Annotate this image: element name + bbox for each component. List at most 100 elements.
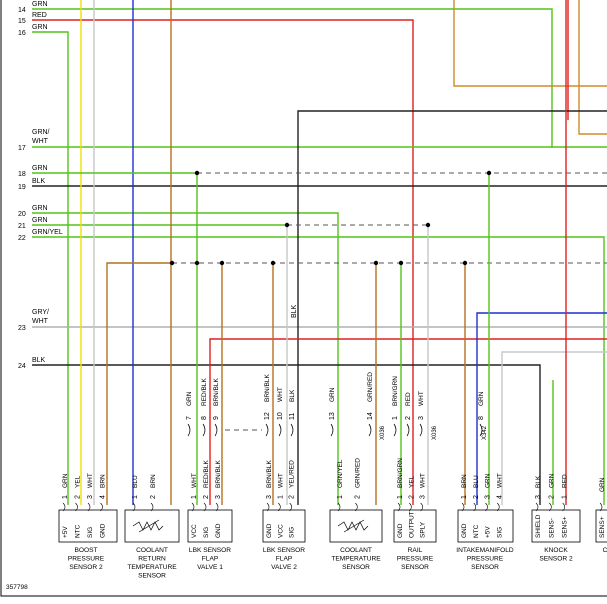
wire-grn-16 [32, 31, 69, 505]
component-name: BOOST [74, 547, 97, 554]
pin-wire-color: WHT [87, 473, 94, 488]
splice-dot [398, 260, 404, 266]
pin-number: 1 [461, 495, 468, 499]
sensor-1: 1GRN+5V2YELNTC3WHTSIG4BRNGNDBOOSTPRESSUR… [58, 473, 118, 571]
harness-wire-label: RED [405, 392, 412, 406]
pin-number: 3 [215, 495, 222, 499]
pin-number: 2 [150, 495, 157, 499]
component-name: INTAKEMANIFOLD [456, 547, 514, 554]
wire-brn-boost [106, 262, 172, 505]
harness-pin-mark [479, 423, 483, 437]
pin-number: 3 [87, 495, 94, 499]
harness-pin-number: 14 [367, 412, 374, 420]
pin-wire-color: BRN/BLK [266, 460, 273, 488]
pin-number: 2 [203, 495, 210, 499]
pin-terminal [215, 502, 219, 512]
pin-terminal [203, 502, 207, 512]
connector-label: X036 [432, 425, 438, 440]
row-number: 19 [18, 184, 26, 191]
pin-number: 2 [289, 495, 296, 499]
pin-number: 3 [420, 495, 427, 499]
component-name: VALVE 1 [197, 564, 223, 571]
wire-layer [32, 0, 607, 505]
harness-wire-label: BRN/BLK [213, 378, 220, 406]
row-label: GRY/ [32, 309, 49, 316]
harness-pin-mark [278, 423, 282, 437]
thermistor-symbol [337, 519, 369, 533]
figure-id: 357798 [6, 584, 28, 591]
row-label: GRN [32, 165, 48, 172]
splice-dot [219, 260, 225, 266]
sensor-box [58, 509, 118, 543]
pin-wire-color: BLK [535, 475, 542, 488]
harness-pin-number: 1 [392, 416, 399, 420]
harness-pin-number: 12 [264, 412, 271, 420]
pin-wire-color: GRN/YEL [337, 459, 344, 488]
wire-wht-imp [501, 351, 607, 505]
pin-number: 1 [132, 495, 139, 499]
sensor-box [595, 509, 607, 543]
pin-terminal [461, 502, 465, 512]
pin-wire-color: YEL [408, 475, 415, 488]
component-name: PRESSURE [467, 556, 504, 563]
splice-dot [486, 170, 492, 176]
pin-terminal [397, 502, 401, 512]
row-number: 14 [18, 7, 26, 14]
row-label: GRN/ [32, 129, 50, 136]
pin-terminal [420, 502, 423, 512]
pin-wire-color: BRN [461, 474, 468, 488]
splice-dot [373, 260, 379, 266]
row-number: 23 [18, 325, 26, 332]
harness-wire-label: BRN/BLK [264, 374, 271, 402]
pin-function-label: SENS- [548, 518, 555, 538]
component-name: LBK SENSOR [189, 547, 231, 554]
sensor-box [393, 509, 437, 543]
pin-function-label: SIG [87, 527, 94, 538]
component-name: TEMPERATURE [331, 556, 381, 563]
pin-wire-color: WHT [191, 473, 198, 488]
pin-function-label: +5V [485, 526, 492, 538]
pin-function-label: SENS+ [599, 516, 606, 538]
row-label: WHT [32, 318, 49, 325]
harness-pin-mark [393, 423, 397, 437]
row-label: BLK [32, 178, 46, 185]
pin-wire-color: BLU [473, 475, 480, 488]
pin-number: 3 [485, 495, 492, 499]
pin-function-label: +5V [62, 526, 69, 538]
pin-wire-color: GRN [599, 477, 606, 492]
pin-function-label: GND [215, 523, 222, 538]
component-name: SENSOR 2 [539, 556, 573, 563]
pin-terminal [87, 502, 91, 512]
pin-wire-color: RED [562, 474, 569, 488]
pin-number: 1 [191, 495, 198, 499]
pin-terminal [150, 502, 154, 512]
wire-red-15 [32, 19, 414, 505]
pin-function-label: SPLY [420, 521, 427, 538]
pin-terminal [562, 502, 565, 512]
wire-orn-a [453, 0, 607, 87]
pin-number: 1 [337, 495, 344, 499]
pin-wire-color: BRN/GRN [397, 458, 404, 488]
pin-wire-color: GRN [548, 473, 555, 488]
connector-label: X342 [482, 425, 488, 440]
pin-function-label: SHIELD [535, 514, 542, 538]
sensor-box [329, 509, 383, 543]
pin-wire-color: WHT [277, 473, 284, 488]
splice-dot [270, 260, 276, 266]
connector-label: X036 [380, 425, 386, 440]
component-name: SENSOR [401, 564, 429, 571]
wire-grn-14 [32, 8, 553, 148]
harness-pin-number: 10 [277, 412, 284, 420]
pin-number: 2 [75, 495, 82, 499]
pin-number: 4 [496, 495, 503, 499]
row-number: 22 [18, 235, 26, 242]
component-name: FLAP [202, 556, 219, 563]
component-name: KNOCK [544, 547, 568, 554]
pin-terminal [549, 502, 552, 512]
pin-function-label: SENS+ [562, 516, 569, 538]
pin-number: 1 [562, 495, 569, 499]
component-name: SENSOR [342, 564, 370, 571]
harness-pin-mark [202, 423, 206, 437]
